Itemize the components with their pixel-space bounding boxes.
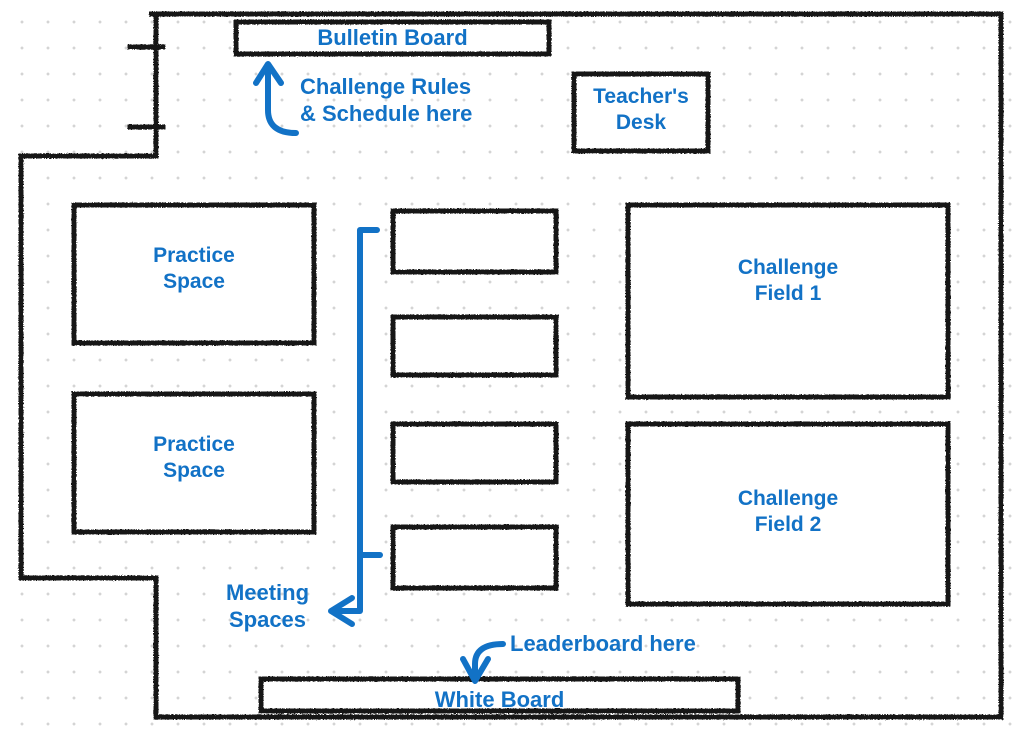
meeting-spaces-bracket: [333, 227, 380, 614]
challenge-rules-arrow: [265, 65, 299, 136]
challenge-rules-arrowhead: [253, 61, 284, 86]
meeting-table-4-shape: [390, 524, 559, 591]
challenge-field-2-shape: [625, 421, 951, 607]
leaderboard-arrowhead: [460, 656, 491, 684]
perimeter-wall: [18, 11, 1004, 720]
practice-space-1-shape: [71, 202, 317, 346]
teachers-desk-shape: [571, 71, 711, 154]
meeting-table-1-shape: [390, 208, 559, 275]
meeting-table-3-shape: [390, 421, 559, 485]
white-board-shape: [258, 676, 741, 714]
meeting-table-2-shape: [390, 314, 559, 378]
practice-space-2-shape: [71, 391, 317, 535]
bulletin-board-shape: [233, 19, 552, 57]
challenge-field-1-shape: [625, 202, 951, 400]
meeting-spaces-arrowhead: [328, 595, 355, 627]
leaderboard-arrow: [472, 641, 506, 679]
